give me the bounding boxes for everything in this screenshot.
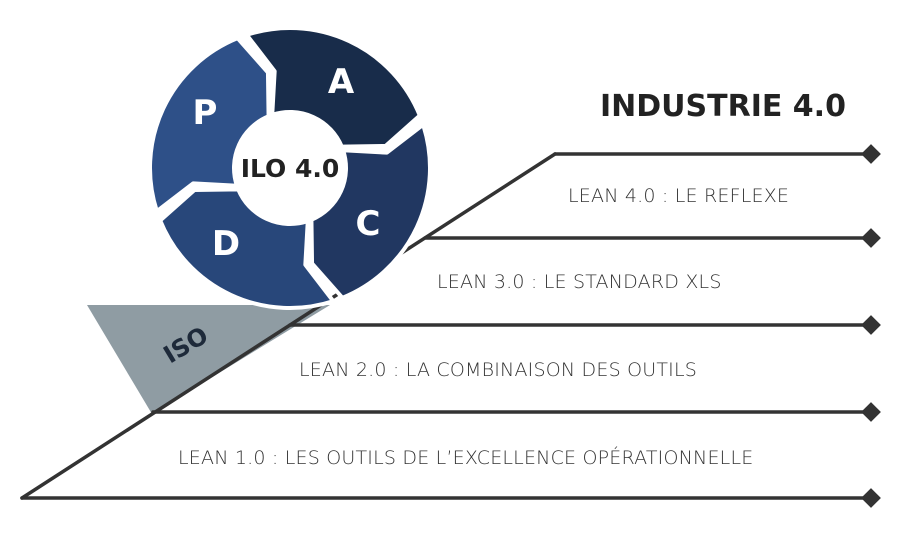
diamond-marker xyxy=(861,228,881,248)
pdca-segments xyxy=(148,26,432,310)
page-title: INDUSTRIE 4.0 xyxy=(600,89,846,124)
pdca-wheel: A C D P ILO 4.0 xyxy=(148,26,432,310)
level-label-lean-2: LEAN 2.0 : LA COMBINAISON DES OUTILS xyxy=(299,359,697,381)
segment-letter-d: D xyxy=(212,224,240,264)
diamond-marker xyxy=(861,144,881,164)
level-label-lean-3: LEAN 3.0 : LE STANDARD XLS xyxy=(437,271,722,293)
diamond-marker xyxy=(861,402,881,422)
level-label-lean-1: LEAN 1.0 : LES OUTILS DE L’EXCELLENCE OP… xyxy=(178,446,753,469)
diamond-marker xyxy=(861,488,881,508)
tier-end-markers xyxy=(861,144,881,508)
diamond-marker xyxy=(861,315,881,335)
level-label-lean-4: LEAN 4.0 : LE REFLEXE xyxy=(568,185,789,207)
cycle-center-label: ILO 4.0 xyxy=(241,154,340,183)
tier-lines xyxy=(20,152,872,500)
segment-letter-a: A xyxy=(328,62,355,102)
segment-letter-c: C xyxy=(356,204,381,244)
slope-line xyxy=(20,152,557,500)
iso-wedge xyxy=(87,305,330,414)
segment-letter-p: P xyxy=(193,93,218,133)
wheel-center xyxy=(234,112,346,224)
